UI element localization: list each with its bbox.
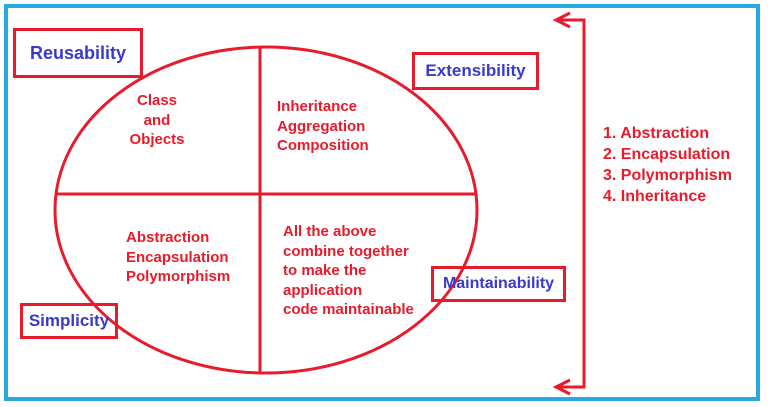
left-arrowhead-top-icon xyxy=(552,11,571,29)
quadrant-line: to make the xyxy=(283,262,367,279)
extensibility-label-box: Extensibility xyxy=(412,52,539,90)
simplicity-label-box: Simplicity xyxy=(20,303,118,339)
quadrant-line: code maintainable xyxy=(283,301,414,318)
quadrant-bottom-right-text: All the above combine together to make t… xyxy=(283,222,414,320)
oop-pillars-list: 1. Abstraction 2. Encapsulation 3. Polym… xyxy=(603,123,732,207)
quadrant-line: Composition xyxy=(277,137,369,154)
quadrant-line: All the above xyxy=(283,223,377,240)
pillar-list-item: 3. Polymorphism xyxy=(603,167,732,184)
quadrant-line: Class xyxy=(136,92,178,109)
right-bracket-line xyxy=(558,18,586,389)
simplicity-label: Simplicity xyxy=(28,311,110,330)
reusability-label: Reusability xyxy=(29,42,127,63)
quadrant-bottom-left-text: Abstraction Encapsulation Polymorphism xyxy=(126,228,230,287)
quadrant-line: Inheritance xyxy=(277,98,358,115)
maintainability-label: Maintainability xyxy=(442,275,555,292)
quadrant-line: Encapsulation xyxy=(126,248,229,266)
quadrant-line: application xyxy=(283,281,363,299)
quadrant-line: Abstraction xyxy=(126,229,210,246)
reusability-label-box: Reusability xyxy=(13,28,143,78)
extensibility-label: Extensibility xyxy=(425,61,526,80)
feature-ellipse xyxy=(53,45,479,375)
left-arrowhead-bottom-icon xyxy=(552,378,571,396)
quadrant-line: Polymorphism xyxy=(126,268,231,285)
pillar-list-item: 4. Inheritance xyxy=(603,188,707,205)
quadrant-line: Objects xyxy=(129,131,185,148)
quadrant-line: Aggregation xyxy=(277,117,366,135)
quadrant-top-left-text: Class and Objects xyxy=(107,91,207,150)
pillar-list-item: 1. Abstraction xyxy=(603,125,710,142)
outer-border-frame xyxy=(4,4,760,401)
quadrant-line: combine together xyxy=(283,242,409,260)
maintainability-label-box: Maintainability xyxy=(431,266,566,302)
quadrant-top-right-text: Inheritance Aggregation Composition xyxy=(277,97,369,156)
pillar-list-item: 2. Encapsulation xyxy=(603,146,731,163)
quadrant-line: and xyxy=(143,111,171,129)
